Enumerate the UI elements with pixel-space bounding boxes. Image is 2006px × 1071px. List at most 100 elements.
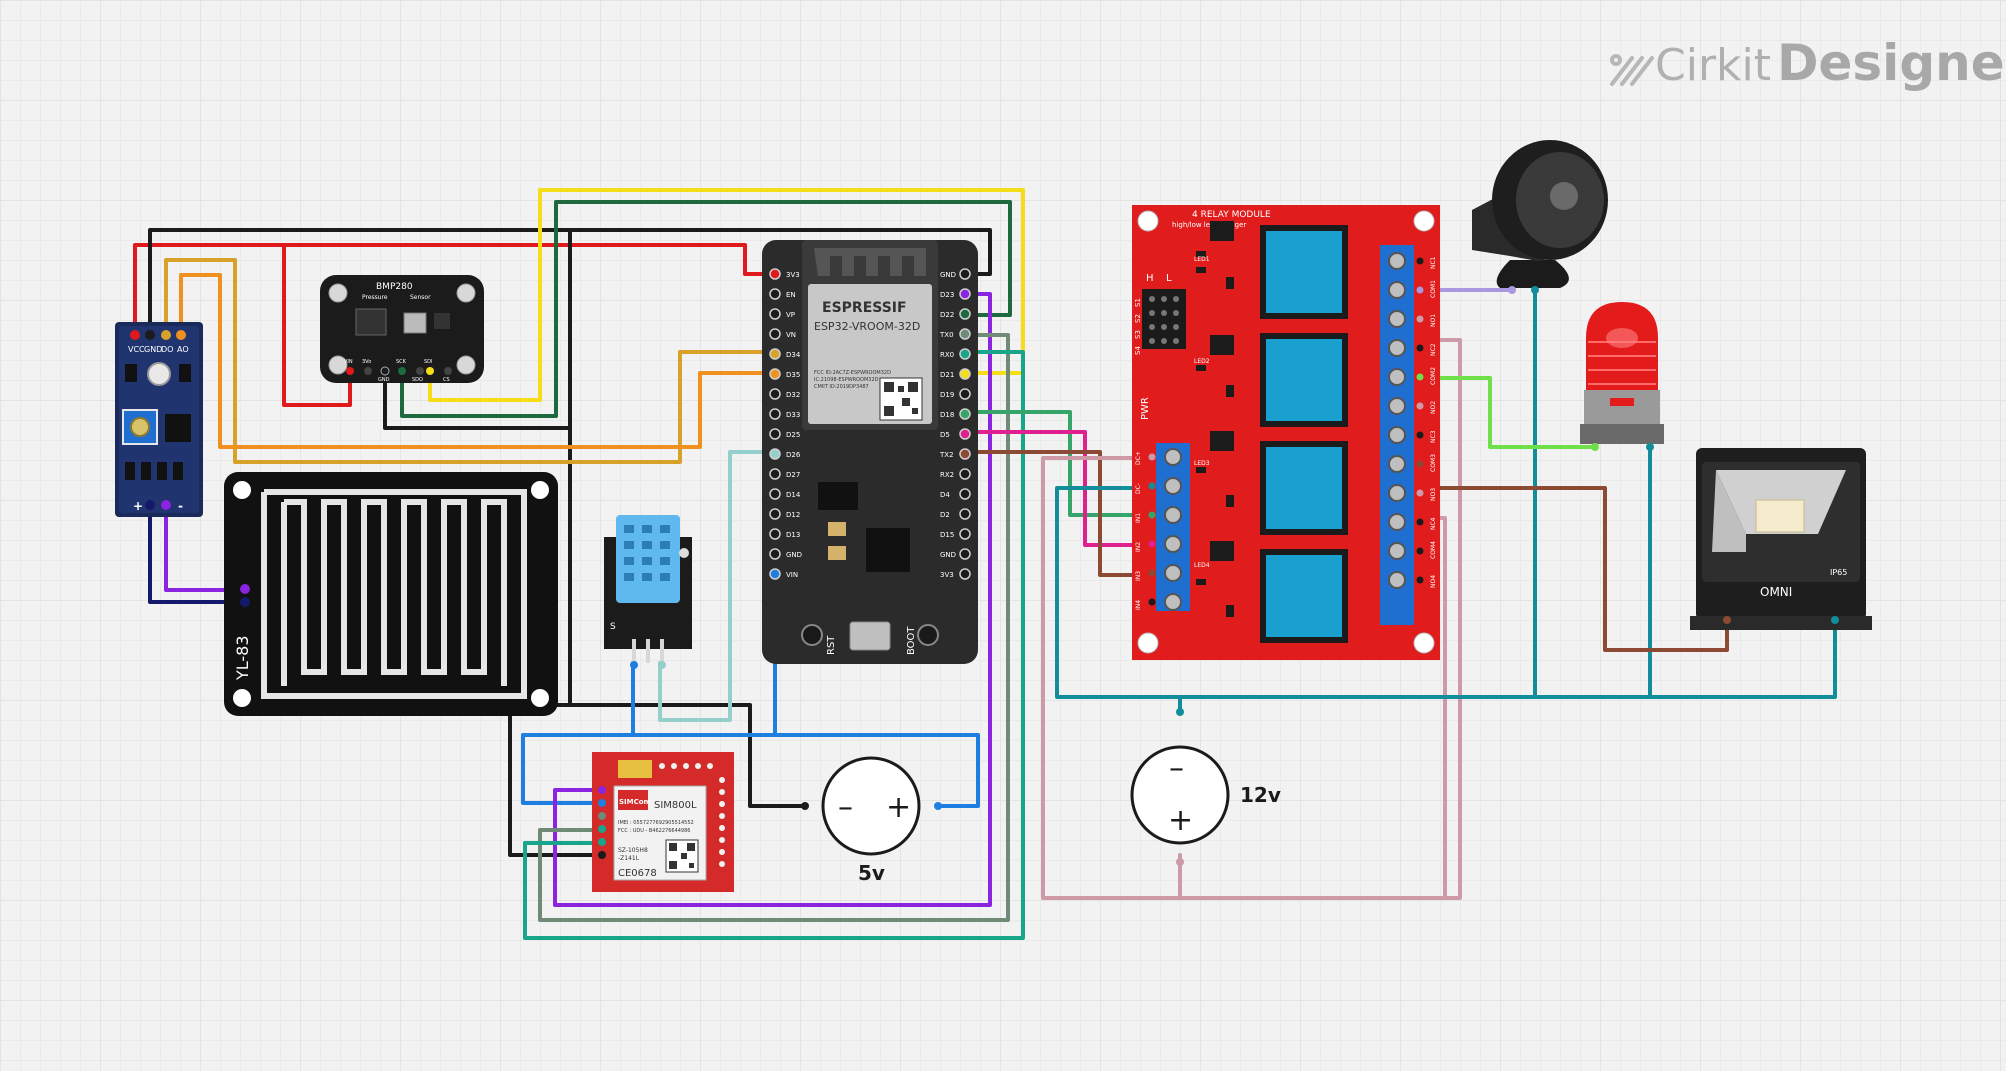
relay-terminal-dcplus[interactable]: [1164, 448, 1182, 466]
siren-horn[interactable]: [1472, 140, 1608, 294]
esp32-pin-left-d33[interactable]: [769, 408, 781, 420]
esp32-pin-left-d14[interactable]: [769, 488, 781, 500]
rst-button[interactable]: [801, 624, 823, 646]
relay-terminal-no3[interactable]: [1388, 484, 1406, 502]
esp32-pin-left-d26[interactable]: [769, 448, 781, 460]
relay-terminal-pin[interactable]: [1148, 453, 1156, 461]
rain-sensor-module[interactable]: VCC GND DO AO + -: [115, 322, 203, 517]
sim-pin-6[interactable]: [598, 851, 606, 859]
micro-usb-port[interactable]: [849, 621, 891, 651]
wire-orange-ao[interactable]: [179, 273, 777, 449]
bmp280-sensor[interactable]: BMP280 Pressure Sensor VIN 3Vo GND SCK S…: [320, 275, 484, 383]
flood-terminal-2[interactable]: [1831, 616, 1839, 624]
sim-pin-2[interactable]: [598, 799, 606, 807]
battery-5v-terminal-minus[interactable]: [801, 802, 809, 810]
wire-lime-beacon[interactable]: [1418, 376, 1597, 449]
esp32-pin-right-rx2[interactable]: [959, 468, 971, 480]
wire-green-in1[interactable]: [963, 410, 1152, 517]
esp32-pin-right-gnd[interactable]: [959, 268, 971, 280]
flood-terminal-1[interactable]: [1723, 616, 1731, 624]
esp32-pin-right-d2[interactable]: [959, 508, 971, 520]
relay-terminal-com2[interactable]: [1388, 368, 1406, 386]
wire-teal-dcminus[interactable]: [1055, 486, 1182, 699]
wire-red-vcc[interactable]: [133, 243, 777, 332]
wire-greygreen-sim[interactable]: [538, 333, 1010, 922]
rain-plate-pin-2[interactable]: [240, 597, 250, 607]
battery-5v-terminal-plus[interactable]: [934, 802, 942, 810]
wire-black-bmp-gnd[interactable]: [383, 228, 572, 430]
relay-terminal-pin[interactable]: [1148, 511, 1156, 519]
relay-terminal-com4[interactable]: [1388, 542, 1406, 560]
wire-brown-in3[interactable]: [963, 450, 1152, 577]
esp32-pin-left-d12[interactable]: [769, 508, 781, 520]
relay-terminal-in3[interactable]: [1164, 564, 1182, 582]
rain-bottom-pin-minus[interactable]: [161, 500, 171, 510]
relay-terminal-dcminus[interactable]: [1164, 477, 1182, 495]
relay-terminal-pin[interactable]: [1416, 431, 1424, 439]
esp32-pin-right-d5[interactable]: [959, 428, 971, 440]
sim800l-module[interactable]: SIMCom SIM800L IMEI : 055727769290551455…: [592, 752, 734, 892]
esp32-pin-left-vp[interactable]: [769, 308, 781, 320]
horn-terminal-1[interactable]: [1508, 286, 1516, 294]
esp32-pin-right-d22[interactable]: [959, 308, 971, 320]
potentiometer-knob[interactable]: [130, 417, 150, 437]
horn-terminal-2[interactable]: [1531, 286, 1539, 294]
wire-pink-dcplus[interactable]: [1041, 456, 1182, 900]
esp32-pin-left-en[interactable]: [769, 288, 781, 300]
relay-terminal-pin[interactable]: [1416, 286, 1424, 294]
relay-terminal-nc1[interactable]: [1388, 252, 1406, 270]
relay-terminal-pin[interactable]: [1416, 489, 1424, 497]
esp32-pin-left-d34[interactable]: [769, 348, 781, 360]
battery-5v[interactable]: – + 5v: [801, 756, 942, 885]
relay-terminal-nc4[interactable]: [1388, 513, 1406, 531]
relay-terminal-in2[interactable]: [1164, 535, 1182, 553]
relay-terminal-pin[interactable]: [1416, 344, 1424, 352]
wire-brown-flood[interactable]: [1418, 486, 1729, 652]
sim-pin-5[interactable]: [598, 838, 606, 846]
wire-navy-plate[interactable]: [148, 503, 247, 604]
battery-12v-terminal-minus[interactable]: [1176, 708, 1184, 716]
relay-terminal-in1[interactable]: [1164, 506, 1182, 524]
relay-terminal-pin[interactable]: [1416, 547, 1424, 555]
esp32-pin-right-d23[interactable]: [959, 288, 971, 300]
warning-beacon[interactable]: [1580, 302, 1664, 451]
wire-lightteal-dht[interactable]: [658, 450, 777, 722]
esp32-pin-right-d4[interactable]: [959, 488, 971, 500]
relay-terminal-pin[interactable]: [1148, 540, 1156, 548]
wire-purple-sim[interactable]: [553, 292, 992, 907]
boot-button[interactable]: [917, 624, 939, 646]
wire-teal-sim[interactable]: [523, 350, 1025, 940]
relay-terminal-pin[interactable]: [1416, 257, 1424, 265]
esp32-pin-right-gnd[interactable]: [959, 548, 971, 560]
esp32-pin-left-3v3[interactable]: [769, 268, 781, 280]
esp32-pin-left-gnd[interactable]: [769, 548, 781, 560]
sim-pin-4[interactable]: [598, 825, 606, 833]
relay-terminal-nc3[interactable]: [1388, 426, 1406, 444]
esp32-pin-right-tx2[interactable]: [959, 448, 971, 460]
relay-terminal-pin[interactable]: [1148, 569, 1156, 577]
esp32-pin-left-d32[interactable]: [769, 388, 781, 400]
rain-bottom-pin-plus[interactable]: [145, 500, 155, 510]
dht-pin-vcc[interactable]: [658, 661, 666, 669]
relay-terminal-nc2[interactable]: [1388, 339, 1406, 357]
esp32-pin-right-d15[interactable]: [959, 528, 971, 540]
wire-purple-plate[interactable]: [164, 503, 247, 592]
esp32-pin-left-d13[interactable]: [769, 528, 781, 540]
dht-pin-data[interactable]: [630, 661, 638, 669]
sim-pin-1[interactable]: [598, 786, 606, 794]
wire-black-gnd[interactable]: [148, 228, 992, 332]
esp32-pin-right-3v3[interactable]: [959, 568, 971, 580]
esp32-pin-right-d19[interactable]: [959, 388, 971, 400]
floodlight[interactable]: OMNI IP65: [1690, 448, 1872, 630]
battery-12v-terminal-plus[interactable]: [1176, 858, 1184, 866]
dht11-sensor[interactable]: S: [604, 515, 692, 669]
wire-red-bmp[interactable]: [282, 243, 352, 407]
beacon-terminal-1[interactable]: [1591, 443, 1599, 451]
esp32-pin-left-d25[interactable]: [769, 428, 781, 440]
relay-terminal-pin[interactable]: [1416, 373, 1424, 381]
esp32-pin-right-d21[interactable]: [959, 368, 971, 380]
relay-terminal-pin[interactable]: [1416, 460, 1424, 468]
sim-pin-3[interactable]: [598, 812, 606, 820]
relay-terminal-pin[interactable]: [1416, 518, 1424, 526]
relay-terminal-pin[interactable]: [1416, 402, 1424, 410]
